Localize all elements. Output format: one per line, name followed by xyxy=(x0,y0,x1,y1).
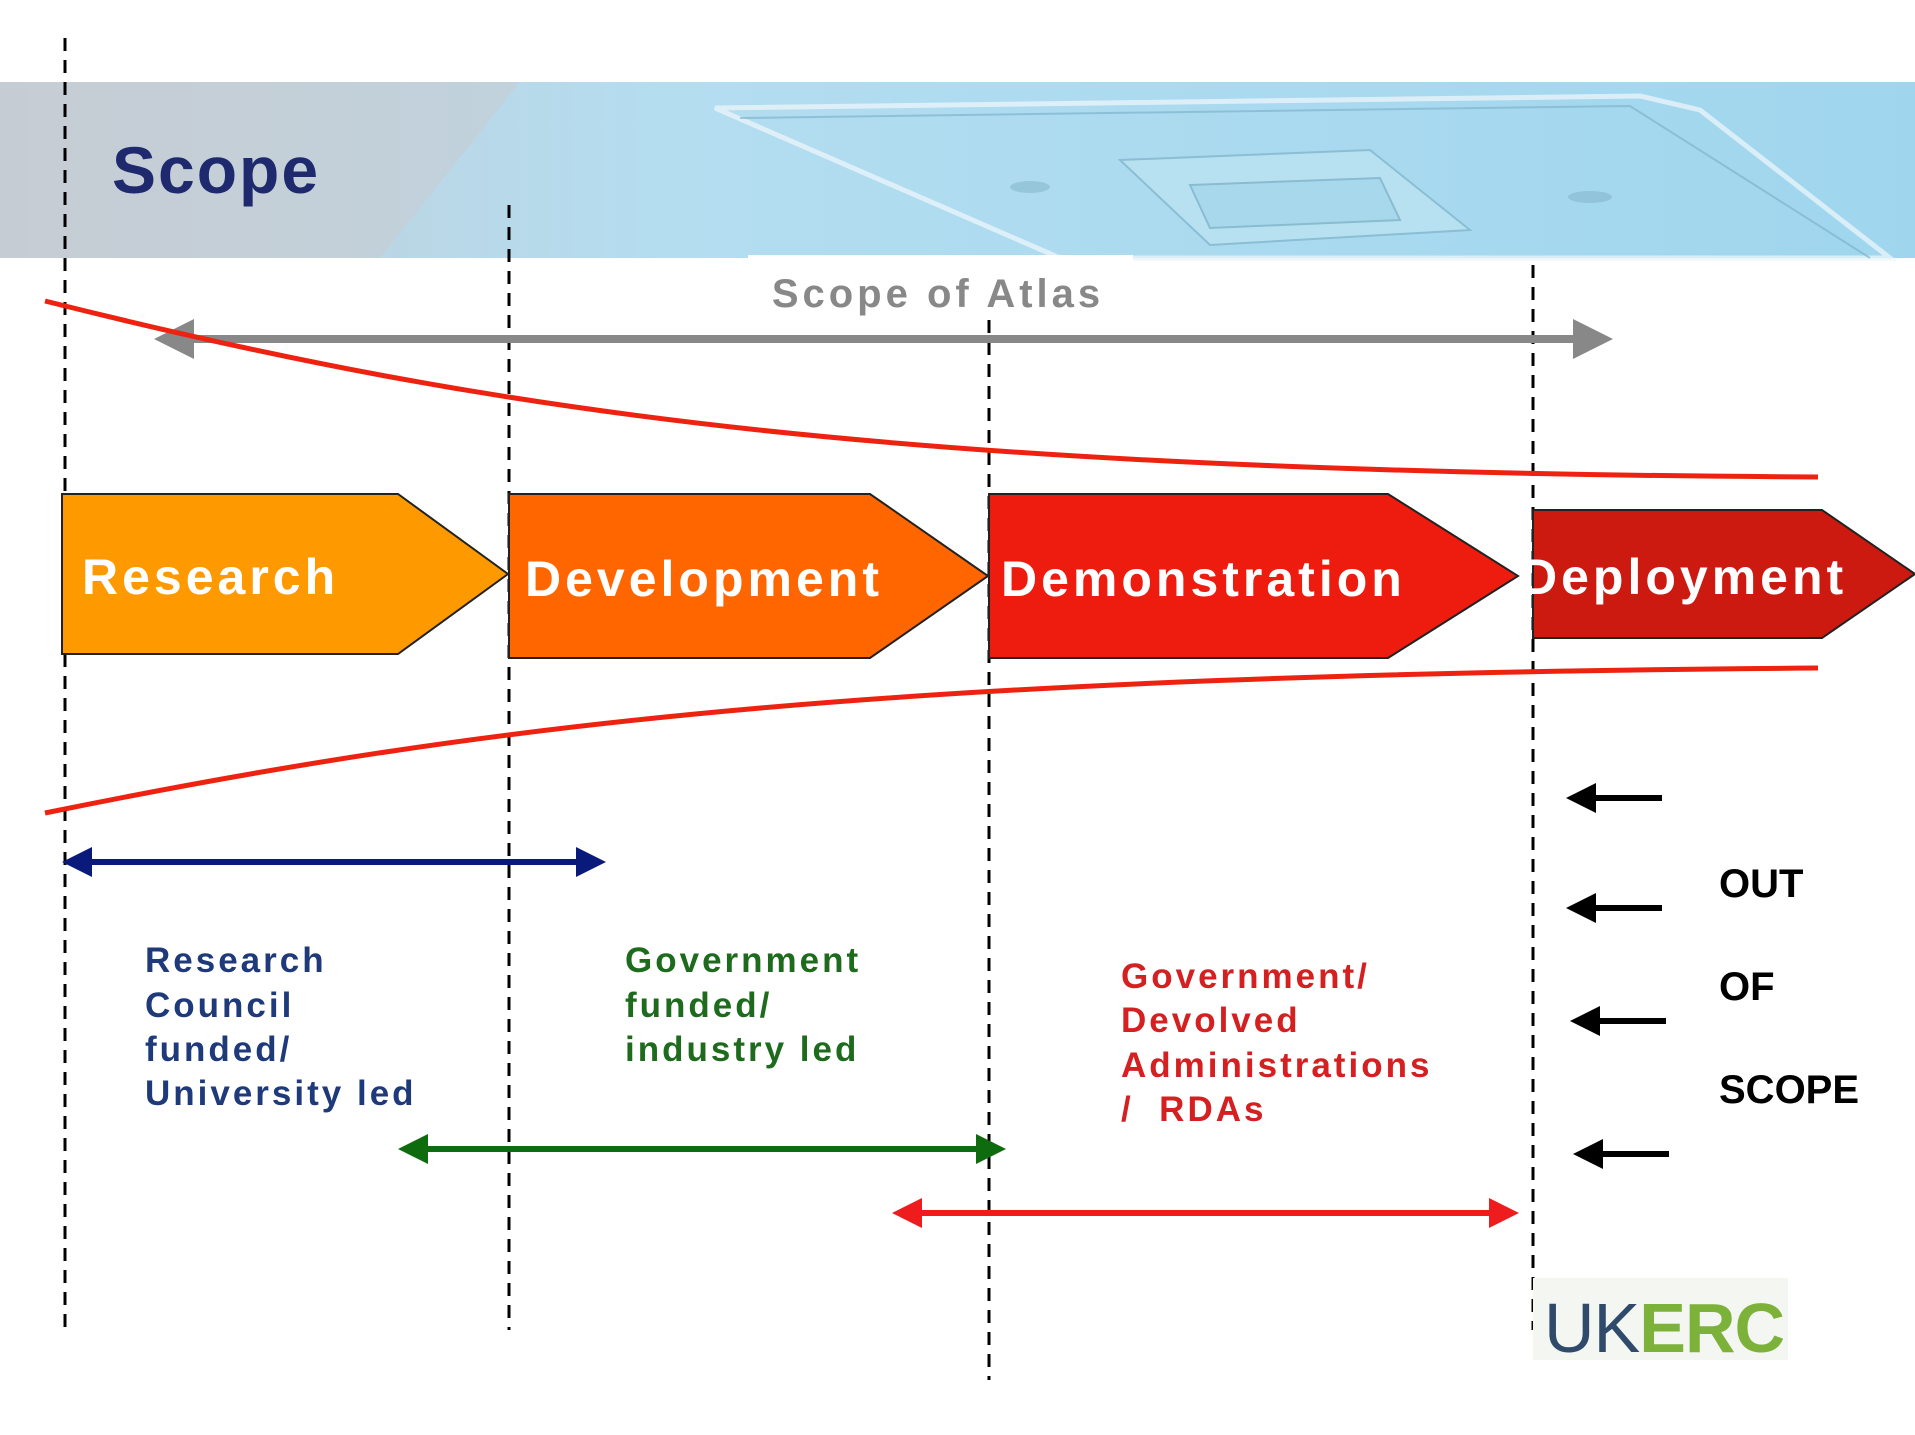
header-band xyxy=(0,82,1915,267)
government-funded-label: Government funded/ industry led xyxy=(625,941,874,1069)
out-of-scope-label: OUT OF SCOPE xyxy=(1719,862,1859,1112)
research-council-line: Council xyxy=(145,986,294,1025)
stage-deployment: Deployment xyxy=(1521,509,1915,639)
stage-development: Development xyxy=(508,493,990,659)
ukerc-logo-uk: UK xyxy=(1544,1289,1640,1367)
ukerc-logo-text: UKERC xyxy=(1544,1289,1784,1367)
atlas-label: Scope of Atlas xyxy=(772,272,1104,316)
government-funded-line: industry led xyxy=(625,1030,859,1069)
devolved-line: / RDAs xyxy=(1121,1090,1266,1129)
stage-demonstration-label: Demonstration xyxy=(1001,551,1406,607)
out-of-scope-line: OF xyxy=(1719,965,1775,1009)
stage-demonstration: Demonstration xyxy=(988,493,1520,659)
out-of-scope-line: SCOPE xyxy=(1719,1068,1859,1112)
government-funded-line: Government xyxy=(625,941,861,980)
research-council-line: funded/ xyxy=(145,1030,292,1069)
stage-deployment-label: Deployment xyxy=(1521,549,1847,605)
out-of-scope-line: OUT xyxy=(1719,862,1803,906)
ukerc-logo: UKERC xyxy=(1533,1278,1788,1367)
page-title: Scope xyxy=(112,133,320,207)
research-council-line: Research xyxy=(145,941,327,980)
funnel-upper-curve xyxy=(44,298,1819,480)
devolved-line: Devolved xyxy=(1121,1001,1301,1040)
research-council-label: Research Council funded/ University led xyxy=(145,941,417,1113)
ukerc-logo-erc: ERC xyxy=(1639,1289,1784,1367)
funnel-lower-curve xyxy=(44,665,1819,816)
devolved-line: Government/ xyxy=(1121,957,1370,996)
research-council-line: University led xyxy=(145,1074,417,1113)
devolved-line: Administrations xyxy=(1121,1046,1432,1085)
stage-research-label: Research xyxy=(82,549,339,605)
government-funded-line: funded/ xyxy=(625,986,772,1025)
stage-development-label: Development xyxy=(525,551,883,607)
devolved-administrations-label: Government/ Devolved Administrations / R… xyxy=(1121,957,1445,1129)
stage-research: Research xyxy=(61,493,510,655)
out-of-scope-arrows xyxy=(1566,783,1669,1169)
